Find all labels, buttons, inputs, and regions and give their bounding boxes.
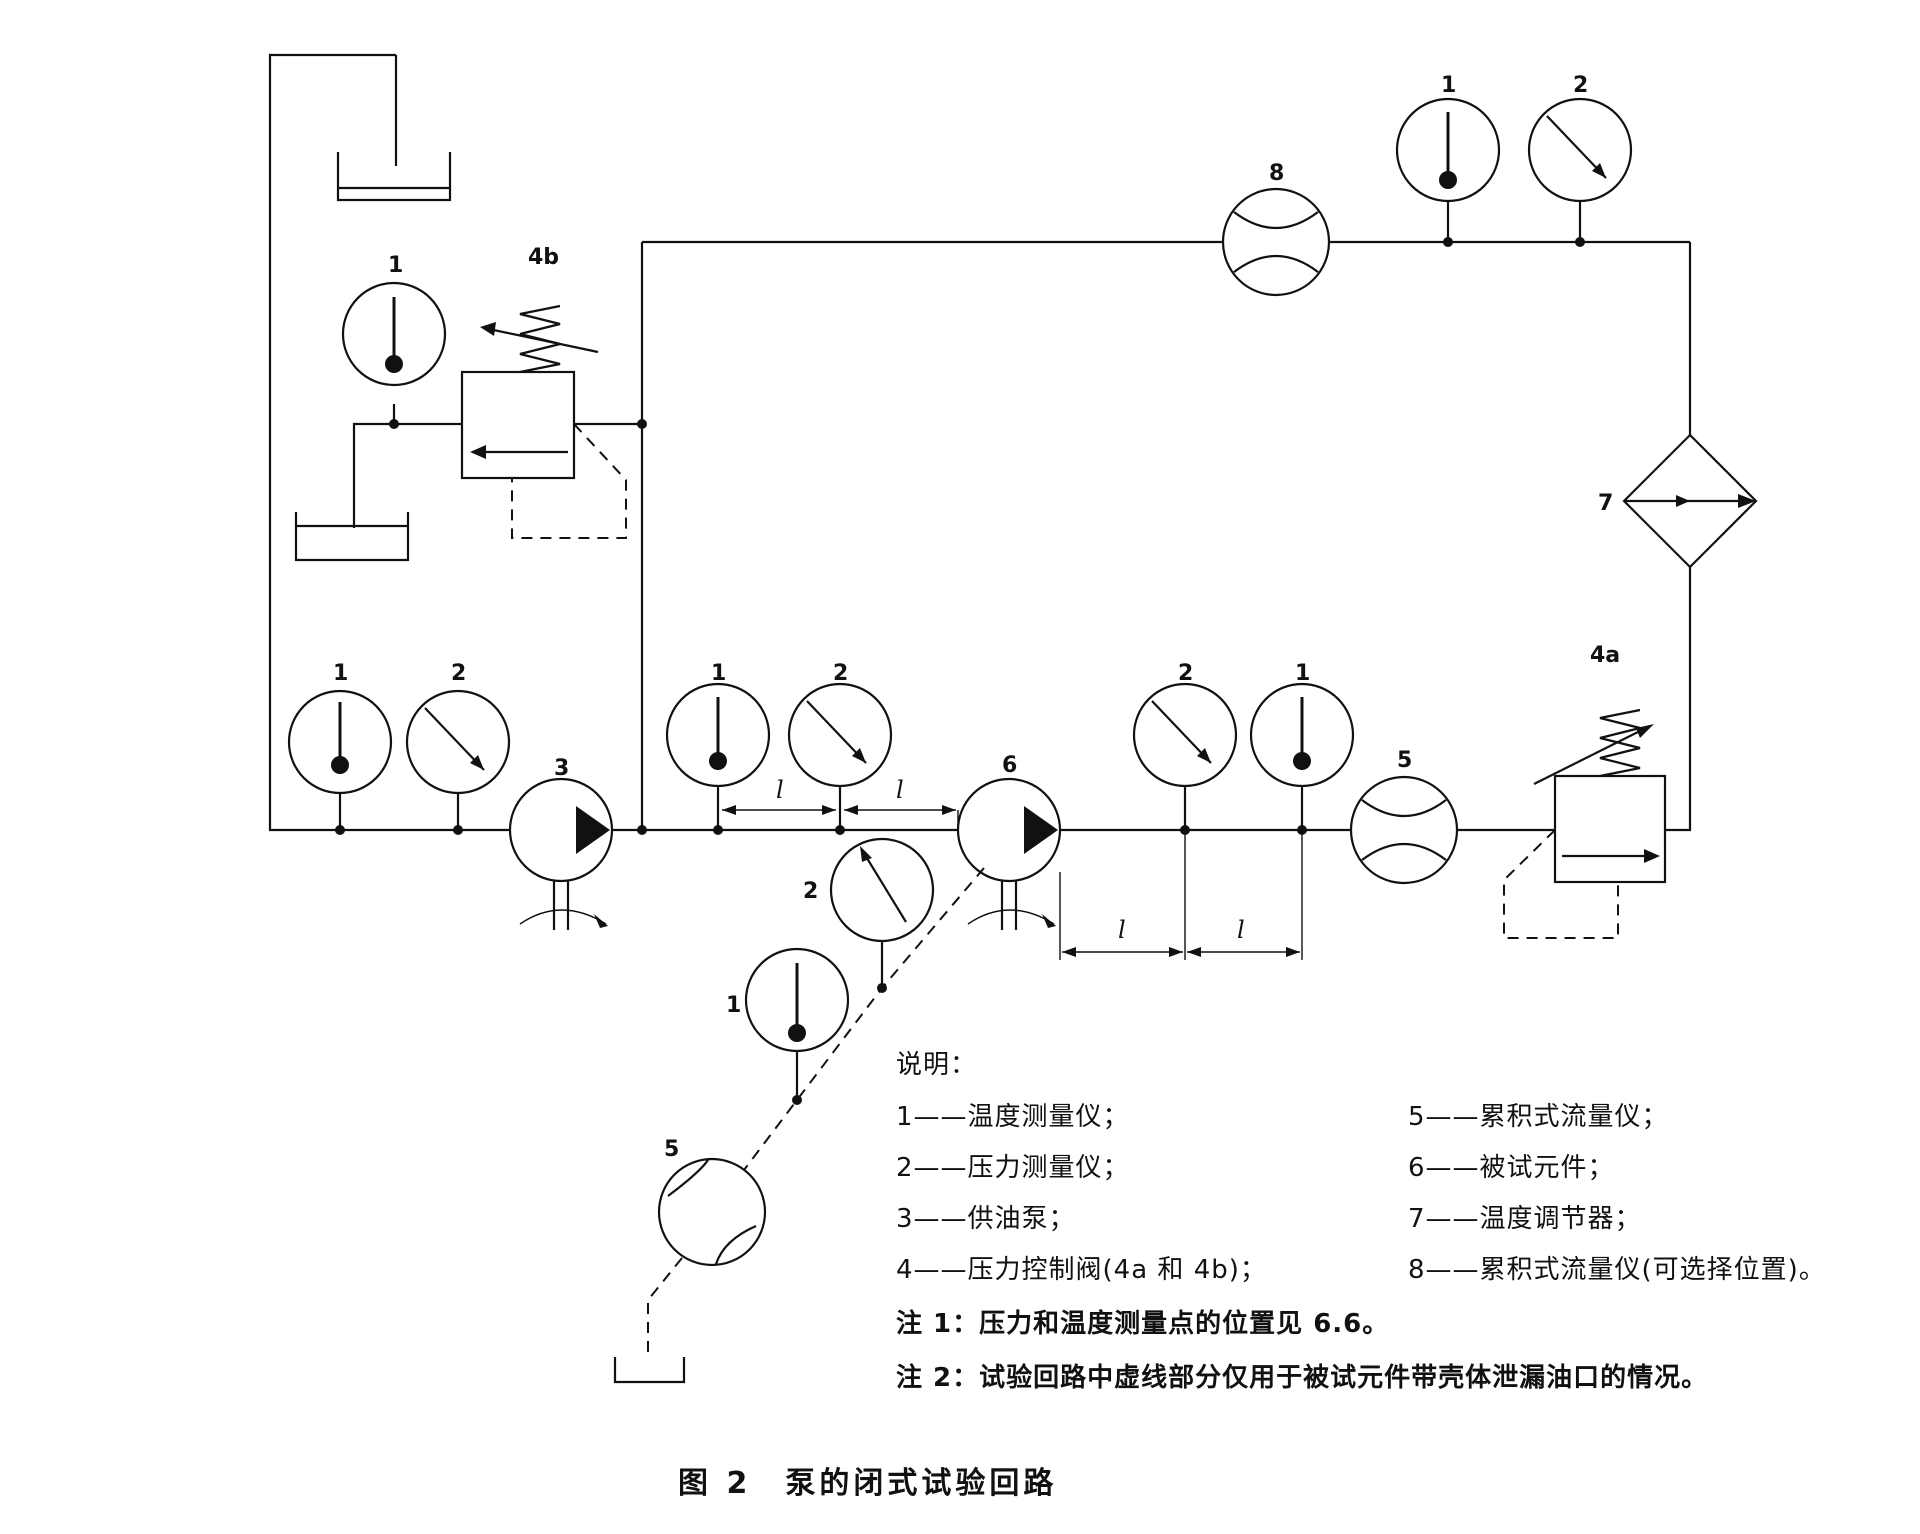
label-flowmeter-8: 8 [1269, 161, 1284, 186]
case-drain-line [647, 867, 985, 1357]
thermometer-bottom-left [287, 689, 393, 830]
supply-pump-3 [508, 777, 614, 930]
test-unit-6 [956, 777, 1062, 930]
legend-item-5: 5——累积式流量仪； [1408, 1102, 1669, 1132]
label-valve-4b: 4b [528, 245, 559, 270]
legend-item-6: 6——被试元件； [1408, 1153, 1615, 1183]
legend-item-8: 8——累积式流量仪(可选择位置)。 [1408, 1255, 1826, 1285]
heat-exchanger-7 [1622, 433, 1758, 569]
label-pressure-drain: 2 [803, 879, 818, 904]
pressure-gauge-drain [829, 837, 935, 988]
label-thermo-bl: 1 [333, 661, 348, 686]
dimension-lines [722, 805, 1303, 960]
label-thermo-out6: 1 [1295, 661, 1310, 686]
thermometer-4b [341, 281, 447, 424]
flowmeter-8-top [1221, 187, 1331, 297]
component-labels: 1 4b 1 2 3 1 2 6 2 1 5 4a 7 8 1 2 2 1 5 … [333, 73, 1620, 1162]
thermometer-inlet-6 [665, 682, 771, 830]
legend-item-1: 1——温度测量仪； [896, 1102, 1130, 1132]
label-thermo-4b: 1 [388, 253, 403, 278]
label-thermo-drain: 1 [726, 993, 741, 1018]
legend-note-1: 注 1：压力和温度测量点的位置见 6.6。 [896, 1309, 1390, 1339]
legend-item-2: 2——压力测量仪； [896, 1153, 1130, 1183]
label-thermo-top: 1 [1441, 73, 1456, 98]
label-dim-l-3: l [1118, 916, 1126, 944]
tank-mid-left [294, 512, 410, 562]
label-pressure-top: 2 [1573, 73, 1588, 98]
tank-top [336, 152, 452, 202]
valve-4b [460, 304, 627, 539]
label-test-unit-6: 6 [1002, 753, 1017, 778]
legend-item-4: 4——压力控制阀(4a 和 4b)； [896, 1255, 1267, 1285]
label-pressure-bl: 2 [451, 661, 466, 686]
pressure-gauge-outlet-6 [1132, 682, 1238, 830]
label-flowmeter-5: 5 [1397, 748, 1412, 773]
legend-item-3: 3——供油泵； [896, 1204, 1076, 1234]
pressure-gauge-inlet-6 [787, 682, 893, 830]
legend-title: 说明： [896, 1050, 978, 1080]
flowmeter-5-drain [657, 1157, 767, 1267]
figure-caption: 图 2 泵的闭式试验回路 [678, 1466, 1058, 1501]
label-pressure-in6: 2 [833, 661, 848, 686]
thermometer-top [1395, 97, 1501, 242]
legend-item-7: 7——温度调节器； [1408, 1204, 1642, 1234]
label-thermo-in6: 1 [711, 661, 726, 686]
label-heat-exchanger-7: 7 [1598, 491, 1613, 516]
label-pressure-out6: 2 [1178, 661, 1193, 686]
label-dim-l-2: l [896, 776, 904, 804]
legend-note-2: 注 2：试验回路中虚线部分仅用于被试元件带壳体泄漏油口的情况。 [896, 1363, 1709, 1393]
main-pipes [268, 53, 1692, 832]
label-dim-l-4: l [1237, 916, 1245, 944]
label-pump-3: 3 [554, 756, 569, 781]
thermometer-drain [744, 947, 850, 1100]
flowmeter-5-main [1349, 775, 1459, 885]
valve-4a [1503, 708, 1667, 939]
label-flowmeter-drain: 5 [664, 1137, 679, 1162]
junction-dots [335, 237, 1585, 1105]
pressure-gauge-bottom-left [405, 689, 511, 830]
label-valve-4a: 4a [1590, 643, 1620, 668]
pressure-gauge-top [1527, 97, 1633, 242]
label-dim-l-1: l [776, 776, 784, 804]
thermometer-outlet-6 [1249, 682, 1355, 830]
tank-bottom [613, 1357, 686, 1384]
